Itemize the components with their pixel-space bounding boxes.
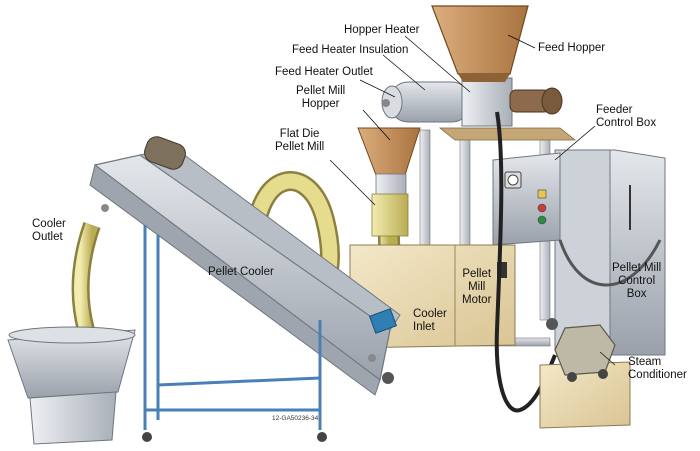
- label-feed-hopper: Feed Hopper: [538, 42, 606, 54]
- label-pellet-mill-control-box: Pellet Mill Control Box: [612, 262, 662, 300]
- leader-lines: [329, 34, 616, 366]
- label-feed-heater-outlet: Feed Heater Outlet: [275, 66, 373, 78]
- label-feed-heater-insulation: Feed Heater Insulation: [292, 44, 409, 56]
- figure-code: 12-GA50236-34: [272, 415, 319, 422]
- label-pellet-mill-hopper: Pellet Mill Hopper: [296, 85, 346, 110]
- label-cooler-outlet: Cooler Outlet: [32, 218, 66, 243]
- feeder-control-box: [492, 152, 561, 246]
- feed-hopper: [431, 5, 529, 82]
- cooler-outlet: [71, 222, 101, 333]
- label-feeder-control-box: Feeder Control Box: [596, 104, 657, 129]
- label-pellet-mill-motor: Pellet Mill Motor: [462, 268, 492, 306]
- label-flat-die-pellet-mill: Flat Die Pellet Mill: [275, 128, 325, 153]
- steam-conditioner: [539, 324, 631, 429]
- label-pellet-cooler: Pellet Cooler: [208, 266, 274, 278]
- pellet-mill-control-box: [554, 149, 666, 356]
- pellet-cooler: [89, 136, 401, 396]
- collection-bin: [7, 326, 136, 445]
- cooler-stand: [142, 225, 327, 442]
- label-steam-conditioner: Steam Conditioner: [628, 356, 687, 381]
- flat-die-pellet-mill: [357, 127, 421, 237]
- feed-heater: [381, 77, 563, 127]
- label-hopper-heater: Hopper Heater: [344, 24, 420, 36]
- power-cord: [494, 111, 557, 413]
- label-cooler-inlet: Cooler Inlet: [413, 308, 447, 333]
- control-cable: [558, 239, 662, 287]
